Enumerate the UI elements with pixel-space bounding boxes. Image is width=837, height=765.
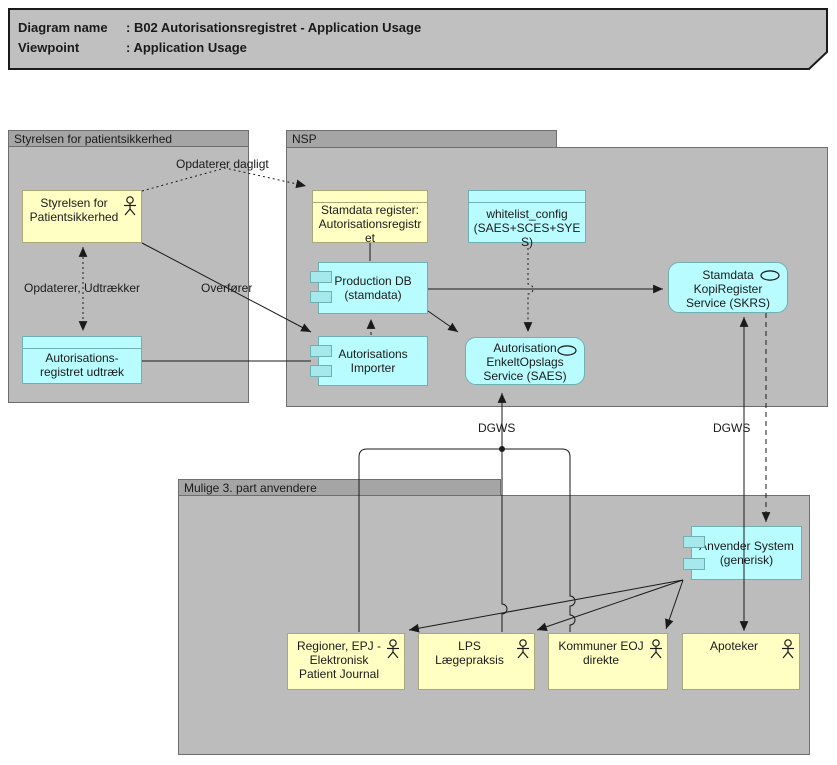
service-oval-icon — [760, 270, 780, 281]
node-lps-actor[interactable]: LPS Lægepraksis — [418, 633, 535, 690]
component-tab-icon — [310, 271, 332, 283]
edge-label-dgws-right: DGWS — [713, 421, 751, 435]
group-styrelsen-label: Styrelsen for patientsikkerhed — [14, 132, 173, 146]
node-whitelist-config[interactable]: whitelist_config (SAES+SCES+SYES) — [468, 190, 586, 249]
group-styrelsen-tab[interactable]: Styrelsen for patientsikkerhed — [8, 130, 249, 147]
edge-label-dgws-left: DGWS — [478, 421, 516, 435]
node-lps-label: LPS Lægepraksis — [435, 639, 504, 667]
node-apoteker-actor[interactable]: Apoteker — [682, 633, 800, 690]
note-shape — [8, 8, 828, 70]
group-anvendere-tab[interactable]: Mulige 3. part anvendere — [178, 479, 501, 496]
edge-label-overfoerer: Overfører — [201, 281, 253, 295]
component-tab-icon — [683, 558, 705, 570]
actor-icon — [387, 639, 399, 659]
group-nsp-label: NSP — [292, 132, 317, 146]
node-styrelsen-actor[interactable]: Styrelsen for Patientsikkerhed — [22, 190, 142, 243]
node-production-db-label: Production DB (stamdata) — [334, 274, 412, 302]
node-udtraek-label: Autorisations-registret udtræk — [39, 351, 125, 379]
node-skrs-label: Stamdata KopiRegister Service (SKRS) — [685, 268, 771, 310]
group-nsp-tab[interactable]: NSP — [286, 130, 557, 148]
node-saes-service[interactable]: Autorisation EnkeltOpslags Service (SAES… — [465, 337, 585, 385]
node-styrelsen-label: Styrelsen for Patientsikkerhed — [29, 196, 119, 224]
data-object-band-icon — [469, 191, 585, 203]
junction-dot — [499, 446, 505, 452]
title-text: Diagram name : B02 Autorisationsregistre… — [18, 18, 421, 58]
viewpoint-label: Viewpoint — [18, 40, 80, 55]
actor-icon — [124, 196, 136, 216]
viewpoint-value: : Application Usage — [126, 40, 247, 55]
data-object-band-icon — [313, 191, 427, 203]
component-tab-icon — [310, 291, 332, 303]
node-apoteker-label: Apoteker — [709, 639, 759, 653]
node-whitelist-label: whitelist_config (SAES+SCES+SYES) — [473, 207, 581, 249]
node-skrs-service[interactable]: Stamdata KopiRegister Service (SKRS) — [668, 262, 788, 313]
node-stamdata-register-label: Stamdata register: Autorisationsregistre… — [318, 203, 422, 245]
actor-icon — [517, 639, 529, 659]
edge-label-opdaterer-dagligt: Opdaterer dagligt — [176, 157, 269, 171]
node-autorisationsregistret-udtraek[interactable]: Autorisations-registret udtræk — [22, 336, 142, 384]
component-tab-icon — [310, 365, 332, 377]
diagram-name-value: : B02 Autorisationsregistret - Applicati… — [126, 20, 422, 35]
service-oval-icon — [557, 345, 577, 356]
group-anvendere-label: Mulige 3. part anvendere — [184, 481, 317, 495]
node-saes-label: Autorisation EnkeltOpslags Service (SAES… — [483, 341, 567, 383]
node-production-db[interactable]: Production DB (stamdata) — [310, 262, 428, 314]
data-object-band-icon — [23, 337, 141, 349]
node-kommuner-actor[interactable]: Kommuner EOJ direkte — [548, 633, 668, 690]
node-stamdata-register[interactable]: Stamdata register: Autorisationsregistre… — [312, 190, 428, 245]
title-note: Diagram name : B02 Autorisationsregistre… — [8, 8, 828, 70]
node-regioner-actor[interactable]: Regioner, EPJ - Elektronisk Patient Jour… — [287, 633, 405, 690]
node-importer-label: Autorisations Importer — [338, 347, 408, 375]
node-anvender-system[interactable]: Anvender System (generisk) — [683, 526, 802, 580]
edge-label-opdaterer-udtraekker: Opdaterer, Udtrækker — [24, 281, 141, 295]
node-autorisations-importer[interactable]: Autorisations Importer — [310, 336, 428, 386]
actor-icon — [650, 639, 662, 659]
component-tab-icon — [683, 536, 705, 548]
node-kommuner-label: Kommuner EOJ direkte — [558, 639, 644, 667]
diagram-name-label: Diagram name — [18, 20, 108, 35]
component-tab-icon — [310, 345, 332, 357]
node-anvender-label: Anvender System (generisk) — [699, 539, 794, 567]
actor-icon — [782, 639, 794, 659]
node-regioner-label: Regioner, EPJ - Elektronisk Patient Jour… — [296, 639, 382, 681]
